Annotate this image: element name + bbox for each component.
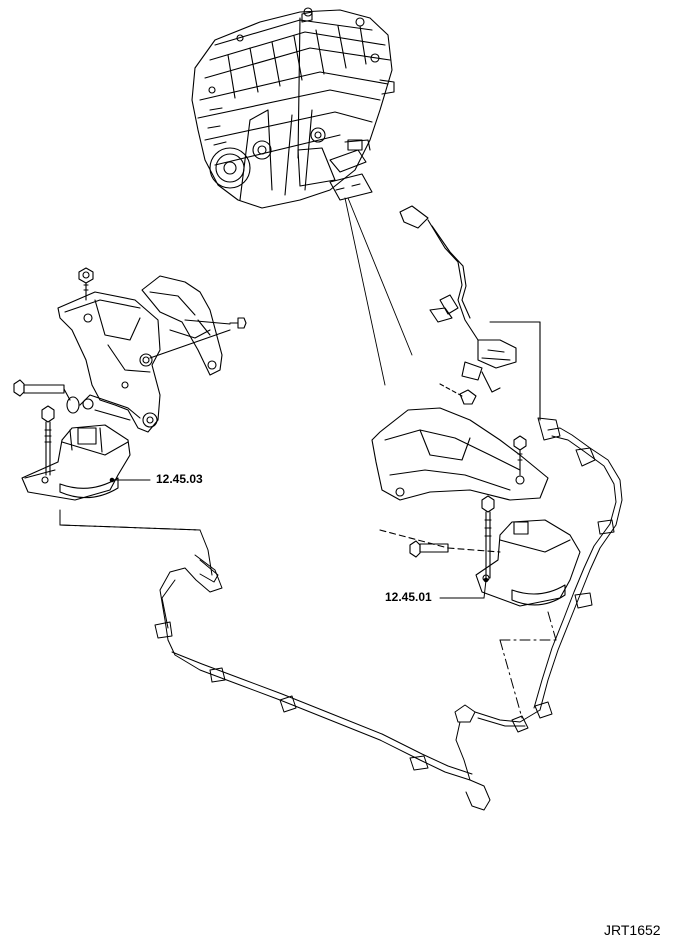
sensor-harness-upper bbox=[399, 205, 541, 421]
left-mount-bracket bbox=[13, 267, 247, 433]
callout-label-12-45-03: 12.45.03 bbox=[156, 472, 203, 486]
sensor-harness-lower bbox=[59, 417, 623, 811]
figure-reference-code: JRT1652 bbox=[604, 922, 661, 938]
right-mount-bracket bbox=[371, 407, 549, 501]
engine-assembly bbox=[191, 7, 395, 209]
leader-lines bbox=[344, 197, 413, 386]
right-engine-mount bbox=[379, 495, 581, 607]
callout-label-12-45-01: 12.45.01 bbox=[385, 590, 432, 604]
callout-leaders bbox=[109, 477, 489, 599]
left-engine-mount bbox=[21, 405, 131, 501]
